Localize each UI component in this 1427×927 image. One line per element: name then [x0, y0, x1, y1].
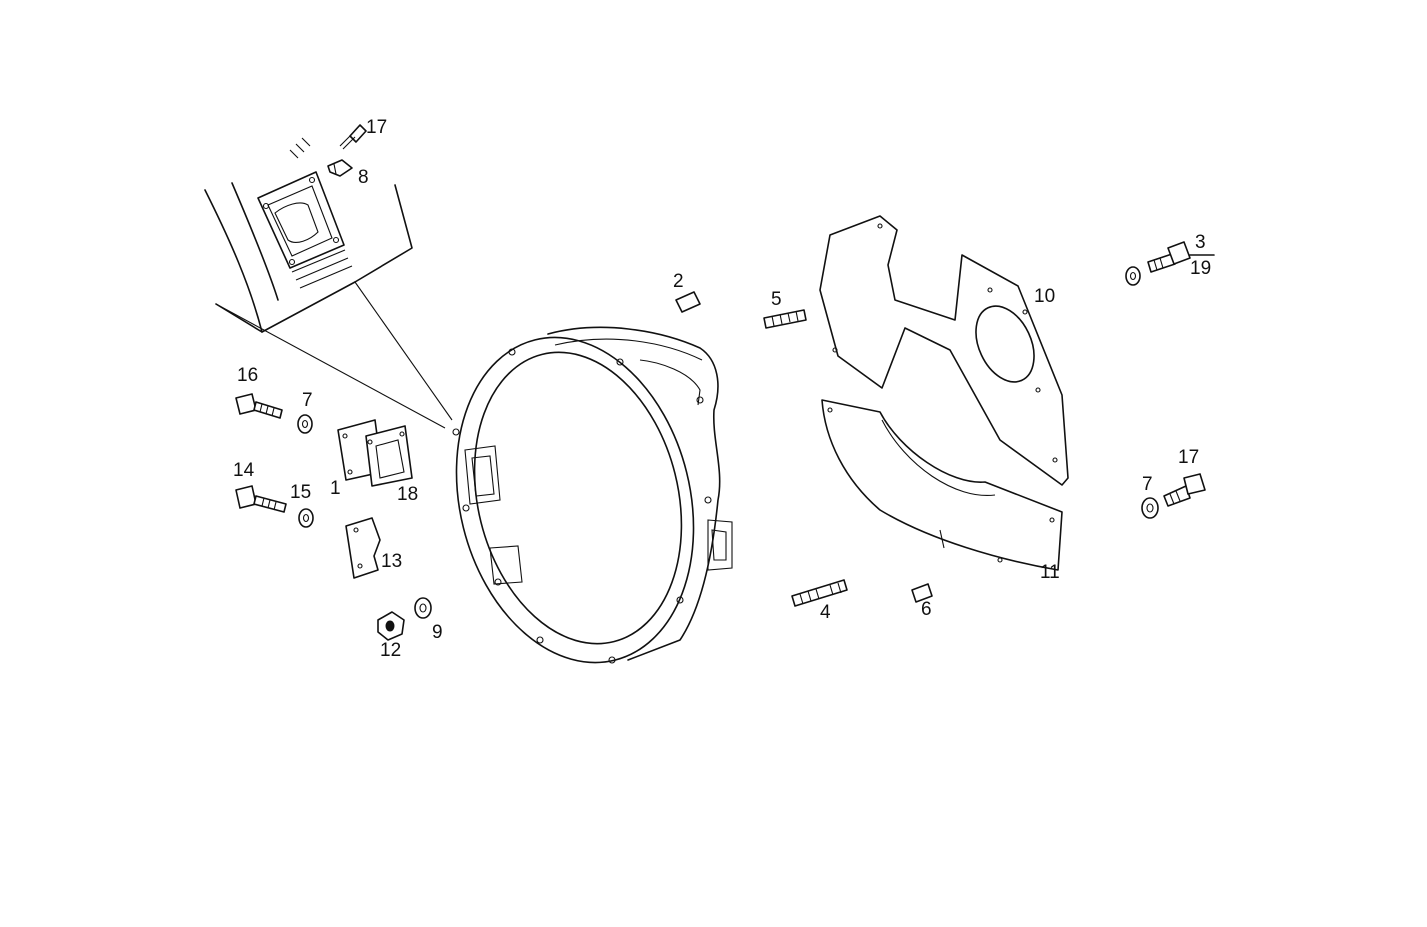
label-6: 6	[921, 599, 932, 620]
label-19: 19	[1190, 258, 1211, 279]
label-7-right: 7	[1142, 474, 1153, 495]
bolt-17-top	[339, 124, 367, 150]
bolt-14	[235, 485, 287, 513]
label-4: 4	[820, 602, 831, 623]
pin-8	[327, 159, 353, 177]
stud-5	[763, 309, 807, 329]
label-2: 2	[673, 271, 684, 292]
nut-12	[377, 611, 405, 641]
inset-cover-plate	[257, 171, 353, 289]
label-14: 14	[233, 460, 255, 481]
washer-9	[414, 597, 432, 619]
washer-7-right	[1141, 497, 1159, 519]
dowel-2	[675, 291, 701, 313]
label-18: 18	[397, 484, 418, 505]
cover-18	[365, 425, 413, 487]
bolt-16	[235, 393, 283, 419]
label-12: 12	[380, 640, 401, 661]
label-15: 15	[290, 482, 311, 503]
label-11: 11	[1040, 562, 1060, 583]
dowel-6	[911, 583, 933, 603]
label-8: 8	[358, 167, 369, 188]
flywheel-housing	[452, 326, 733, 664]
label-13: 13	[381, 551, 402, 572]
stud-4	[791, 579, 848, 607]
part-labels: 17 8 16 7 14 15 1 18 13 9 12 2 5 4 6 10 …	[233, 117, 1211, 661]
label-17-top: 17	[366, 117, 387, 138]
bolt-3	[1147, 241, 1191, 273]
label-7-left: 7	[302, 390, 313, 411]
label-1: 1	[330, 478, 341, 499]
cover-plate-10	[819, 215, 1069, 486]
inset-detail-view	[204, 137, 453, 429]
washer-15	[298, 508, 314, 528]
label-17-right: 17	[1178, 447, 1199, 468]
label-5: 5	[771, 289, 782, 310]
label-9: 9	[432, 622, 443, 643]
label-16: 16	[237, 365, 258, 386]
washer-7-left	[297, 414, 313, 434]
washer-top-right	[1125, 266, 1141, 286]
bolt-17-right	[1163, 473, 1206, 507]
plate-13	[345, 517, 381, 579]
label-10: 10	[1034, 286, 1055, 307]
label-3: 3	[1195, 232, 1206, 253]
cover-plate-11	[821, 399, 1063, 571]
